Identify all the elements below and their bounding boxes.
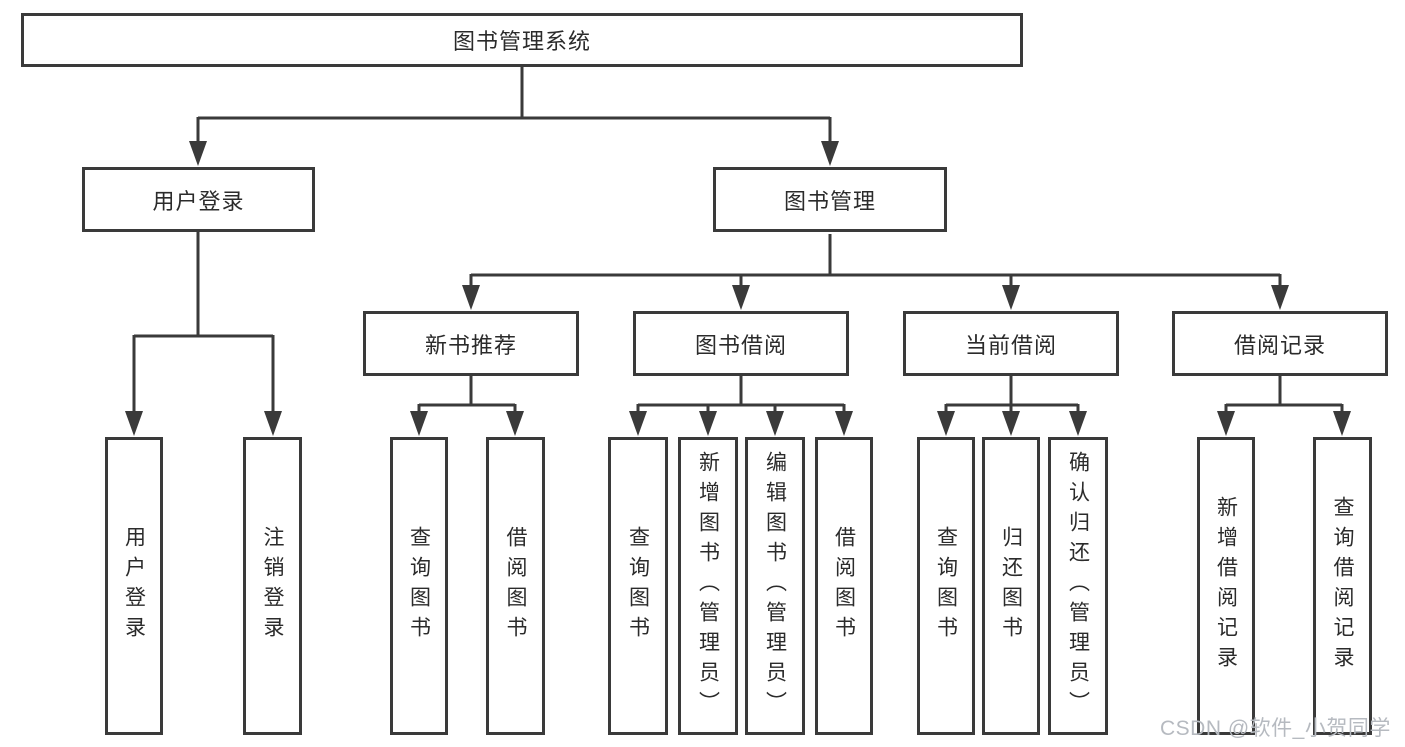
leaf-node-add-books-admin: 新增图书（管理员） <box>678 437 738 735</box>
leaf-node-query-borrow-record: 查询借阅记录 <box>1313 437 1372 735</box>
leaf-node-borrow-books-recommend: 借阅图书 <box>486 437 545 735</box>
leaf-node-query-books-recommend: 查询图书 <box>390 437 448 735</box>
arrowhead-icons <box>125 141 1351 436</box>
node-new-book-recommend: 新书推荐 <box>363 311 579 376</box>
root-node-library-system: 图书管理系统 <box>21 13 1023 67</box>
csdn-watermark: CSDN @软件_小贺同学 <box>1160 717 1391 740</box>
node-book-management: 图书管理 <box>713 167 947 232</box>
leaf-node-return-books: 归还图书 <box>982 437 1040 735</box>
node-user-login: 用户登录 <box>82 167 315 232</box>
leaf-node-confirm-return-admin: 确认归还（管理员） <box>1048 437 1108 735</box>
leaf-node-edit-books-admin: 编辑图书（管理员） <box>745 437 805 735</box>
leaf-node-borrow-books: 借阅图书 <box>815 437 873 735</box>
leaf-node-query-books-current: 查询图书 <box>917 437 975 735</box>
leaf-node-user-login: 用户登录 <box>105 437 163 735</box>
leaf-node-query-books-borrow: 查询图书 <box>608 437 668 735</box>
leaf-node-logout: 注销登录 <box>243 437 302 735</box>
node-current-borrow: 当前借阅 <box>903 311 1119 376</box>
node-borrow-record: 借阅记录 <box>1172 311 1388 376</box>
leaf-node-add-borrow-record: 新增借阅记录 <box>1197 437 1255 735</box>
node-book-borrow: 图书借阅 <box>633 311 849 376</box>
